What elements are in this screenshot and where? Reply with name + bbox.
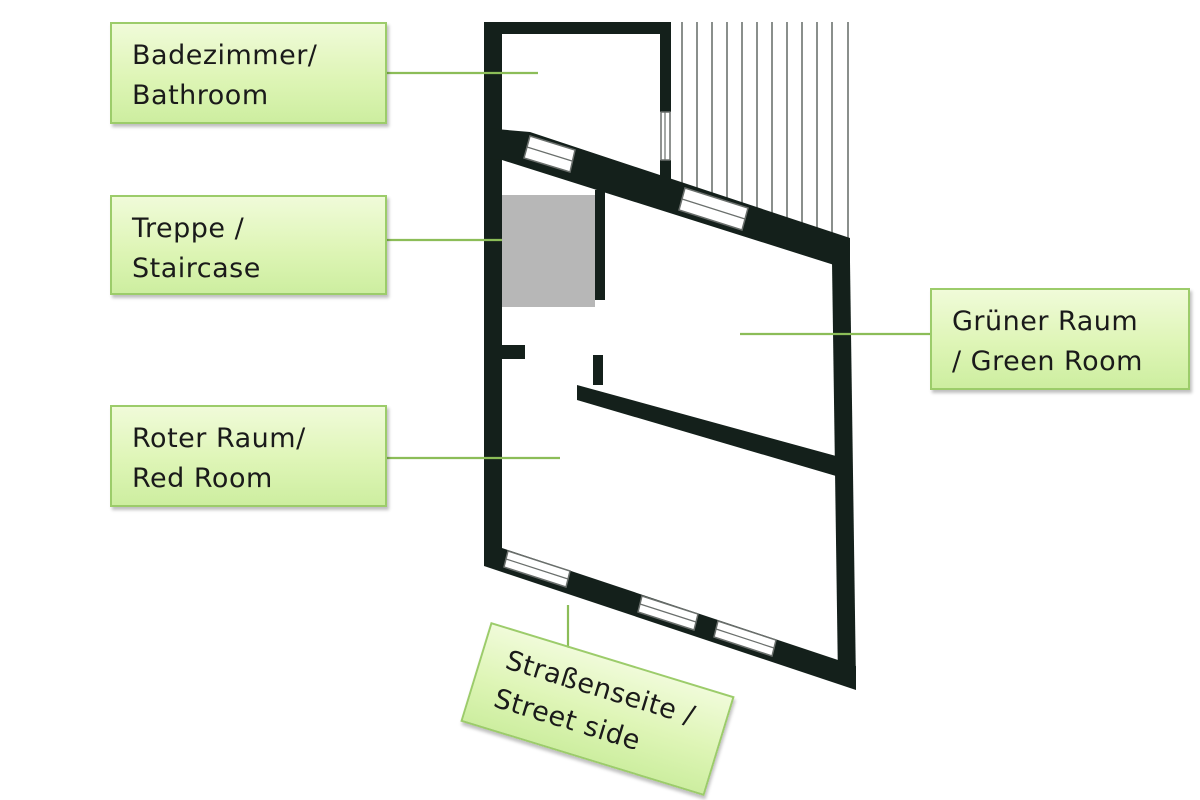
leader-lines: [387, 71, 930, 655]
walls: [484, 22, 856, 690]
staircase-block: [502, 195, 595, 307]
label-red-room: Roter Raum/ Red Room: [110, 405, 387, 507]
label-green-room-line2: / Green Room: [952, 346, 1143, 377]
label-staircase: Treppe / Staircase: [110, 195, 387, 295]
label-bathroom: Badezimmer/ Bathroom: [110, 22, 387, 124]
label-green-room-line1: Grüner Raum: [952, 306, 1139, 337]
label-green-room: Grüner Raum / Green Room: [930, 288, 1190, 390]
window-mullions: [505, 112, 775, 649]
label-red-room-line2: Red Room: [132, 463, 273, 494]
label-staircase-line2: Staircase: [132, 253, 261, 284]
label-red-room-line1: Roter Raum/: [132, 423, 306, 454]
label-bathroom-line1: Badezimmer/: [132, 40, 318, 71]
label-bathroom-line2: Bathroom: [132, 80, 269, 111]
label-staircase-line1: Treppe /: [132, 213, 245, 244]
